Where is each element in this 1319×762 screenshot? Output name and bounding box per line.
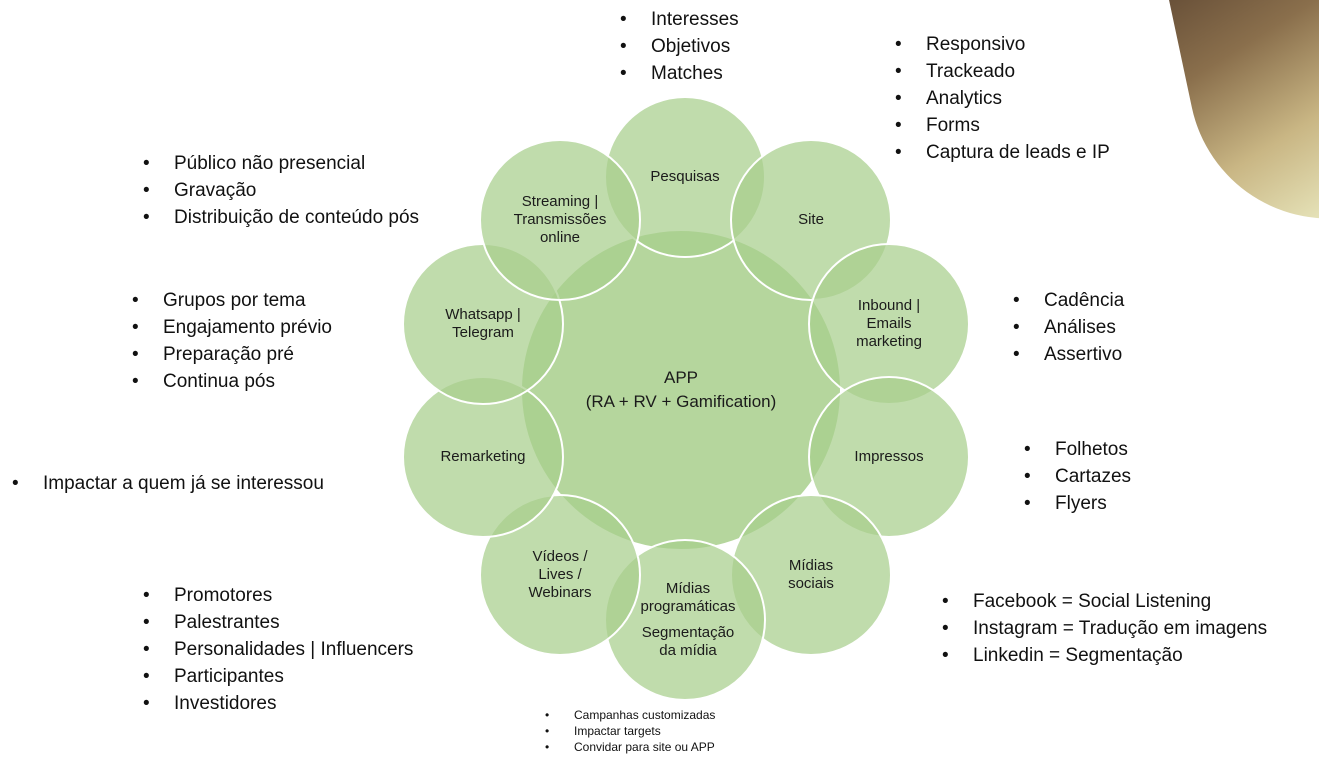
note-item: Promotores [143, 582, 413, 609]
channel-label-line: Emails [866, 315, 912, 332]
note-item: Preparação pré [132, 341, 332, 368]
notes-whatsapp: Grupos por tema Engajamento prévio Prepa… [132, 287, 332, 395]
channel-label-videos: Vídeos /Lives /Webinars [528, 548, 591, 602]
note-item: Participantes [143, 663, 413, 690]
note-item: Campanhas customizadas [545, 707, 715, 723]
note-item: Personalidades | Influencers [143, 636, 413, 663]
channel-label-line: online [539, 229, 581, 246]
notes-midias-sociais: Facebook = Social Listening Instagram = … [942, 588, 1267, 669]
note-item: Grupos por tema [132, 287, 332, 314]
center-title: APP [663, 368, 699, 387]
channel-label-line: Lives / [538, 566, 582, 583]
channel-label-line: Segmentação [641, 624, 735, 641]
channel-label-line: Whatsapp | [445, 306, 521, 323]
channel-label-site: Site [798, 211, 824, 229]
note-item: Distribuição de conteúdo pós [143, 204, 419, 231]
notes-videos: Promotores Palestrantes Personalidades |… [143, 582, 413, 717]
note-item: Gravação [143, 177, 419, 204]
channel-label-line: Webinars [528, 584, 592, 601]
note-item: Análises [1013, 314, 1124, 341]
channel-label-line: Telegram [452, 324, 514, 341]
note-item: Objetivos [620, 33, 739, 60]
note-item: Instagram = Tradução em imagens [942, 615, 1267, 642]
notes-pesquisas: Interesses Objetivos Matches [620, 6, 739, 87]
note-item: Convidar para site ou APP [545, 739, 715, 755]
channel-label-pesquisas: Pesquisas [650, 168, 719, 186]
note-item: Impactar targets [545, 723, 715, 739]
channel-circle-videos [479, 494, 641, 656]
note-item: Facebook = Social Listening [942, 588, 1267, 615]
note-item: Cartazes [1024, 463, 1131, 490]
channel-label-line: Streaming | [521, 193, 599, 210]
note-item: Captura de leads e IP [895, 139, 1110, 166]
channel-label-remarketing: Remarketing [440, 448, 525, 466]
notes-midias-programaticas: Campanhas customizadas Impactar targets … [545, 707, 715, 755]
channel-circle-streaming [479, 139, 641, 301]
notes-inbound: Cadência Análises Assertivo [1013, 287, 1124, 368]
note-item: Investidores [143, 690, 413, 717]
channel-label-line: sociais [788, 575, 834, 592]
note-item: Interesses [620, 6, 739, 33]
notes-site: Responsivo Trackeado Analytics Forms Cap… [895, 31, 1110, 166]
note-item: Engajamento prévio [132, 314, 332, 341]
note-item: Público não presencial [143, 150, 419, 177]
center-subtitle: (RA + RV + Gamification) [585, 392, 777, 411]
notes-remarketing: Impactar a quem já se interessou [12, 470, 324, 497]
channel-label-line: Mídias [788, 557, 834, 574]
channel-label-line: da mídia [659, 642, 717, 659]
channel-label-line: Mídias [665, 580, 711, 597]
note-item: Flyers [1024, 490, 1131, 517]
channel-label-whatsapp: Whatsapp |Telegram [445, 306, 521, 342]
channel-label-line: marketing [856, 333, 922, 350]
channel-label-line: Impressos [854, 448, 924, 465]
channel-label-line: Site [798, 211, 824, 228]
note-item: Assertivo [1013, 341, 1124, 368]
channel-label-line: Remarketing [440, 448, 526, 465]
note-item: Responsivo [895, 31, 1110, 58]
note-item: Continua pós [132, 368, 332, 395]
notes-impressos: Folhetos Cartazes Flyers [1024, 436, 1131, 517]
channel-label-line: programáticas [640, 598, 736, 615]
channel-label-line: Vídeos / [532, 548, 588, 565]
note-item: Impactar a quem já se interessou [12, 470, 324, 497]
note-item: Cadência [1013, 287, 1124, 314]
note-item: Analytics [895, 85, 1110, 112]
channel-label-line: Transmissões [513, 211, 607, 228]
note-item: Palestrantes [143, 609, 413, 636]
note-item: Matches [620, 60, 739, 87]
channel-label-line: Pesquisas [650, 168, 720, 185]
note-item: Trackeado [895, 58, 1110, 85]
center-app-label: APP (RA + RV + Gamification) [586, 366, 777, 414]
note-item: Folhetos [1024, 436, 1131, 463]
note-item: Forms [895, 112, 1110, 139]
channel-label-line: Inbound | [857, 297, 921, 314]
note-item: Linkedin = Segmentação [942, 642, 1267, 669]
channel-label-impressos: Impressos [854, 448, 923, 466]
channel-label-line [640, 616, 735, 624]
channel-circle-impressos [808, 376, 970, 538]
notes-streaming: Público não presencial Gravação Distribu… [143, 150, 419, 231]
